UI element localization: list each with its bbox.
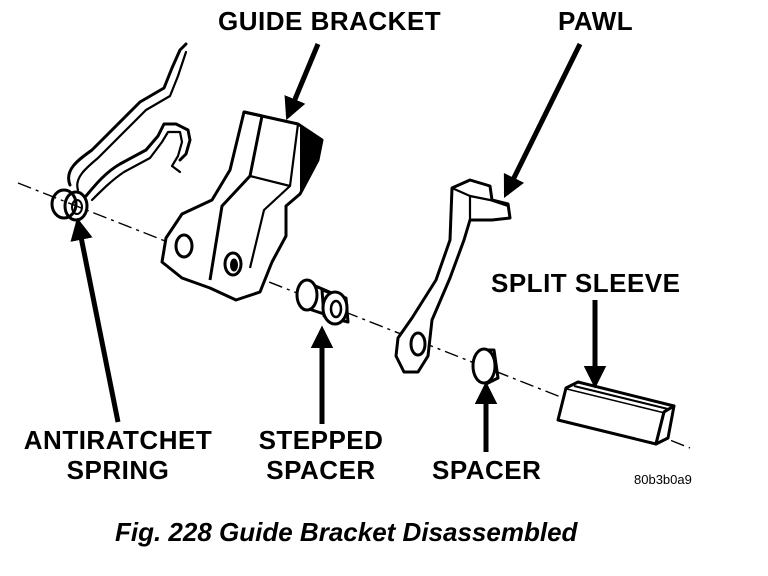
- spacer-label: SPACER: [432, 455, 542, 485]
- guide-bracket-label: GUIDE BRACKET: [218, 6, 442, 36]
- antiratchet-spring-part: [50, 42, 192, 222]
- figure-code: 80b3b0a9: [634, 472, 692, 487]
- spacer-part: [471, 347, 500, 386]
- guide-bracket-arrow: [284, 43, 321, 121]
- stepped-label-line2: SPACER: [266, 455, 376, 485]
- stepped-spacer-part: [295, 278, 350, 326]
- antiratchet-label-line1: ANTIRATCHET: [23, 425, 213, 455]
- figure-caption: Fig. 228 Guide Bracket Disassembled: [115, 517, 578, 547]
- pawl-label: PAWL: [558, 6, 634, 36]
- split-sleeve-label: SPLIT SLEEVE: [491, 268, 681, 298]
- pawl-part: [394, 178, 512, 374]
- guide-bracket-part: [160, 110, 324, 302]
- stepped-spacer-label: STEPPED SPACER: [248, 425, 394, 485]
- stepped-label-line1: STEPPED: [258, 425, 384, 455]
- split-sleeve-part: [556, 380, 676, 446]
- leader-arrows: [70, 42, 607, 452]
- pawl-arrow: [503, 42, 583, 199]
- antiratchet-spring-label: ANTIRATCHET SPRING: [18, 425, 218, 485]
- antiratchet-label-line2: SPRING: [66, 455, 170, 485]
- antiratchet-spring-arrow: [70, 217, 121, 423]
